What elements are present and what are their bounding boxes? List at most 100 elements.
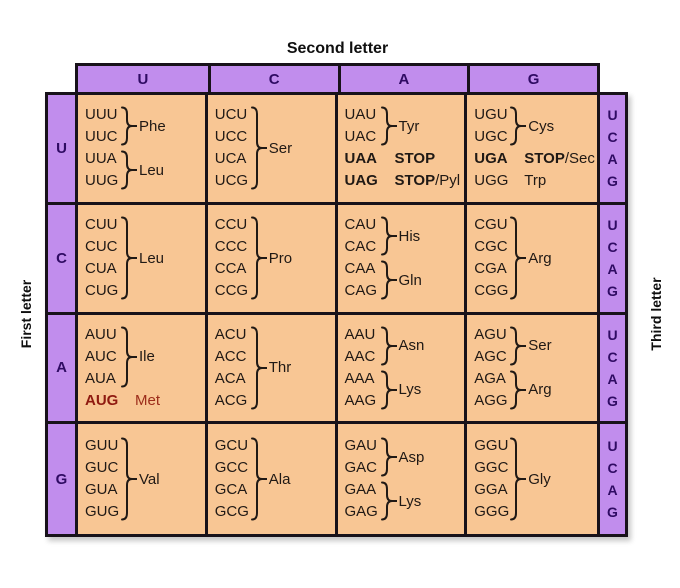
codon-ggg: GGG xyxy=(474,503,510,521)
codon-uuu: UUU xyxy=(85,106,118,124)
codon-guc: GUC xyxy=(85,459,119,477)
codon-ucc: UCC xyxy=(214,128,248,146)
brace-icon xyxy=(250,326,267,410)
codon-cgu: CGU xyxy=(474,216,508,234)
amino-acid-label: Tyr xyxy=(398,117,420,135)
amino-acid-label: Lys xyxy=(398,492,422,510)
codon-list: GAA GAG xyxy=(345,479,381,523)
third-letter-A: A xyxy=(607,151,618,168)
third-letter-G: G xyxy=(607,173,618,190)
amino-acid-label: Trp xyxy=(524,172,547,190)
codon-gag: GAG xyxy=(344,503,378,521)
codon-ugg: UGG xyxy=(474,172,509,190)
codon-cgg: CGG xyxy=(474,282,509,300)
stop-label: STOP/Sec xyxy=(524,150,595,168)
codon-ccu: CCU xyxy=(214,216,248,234)
amino-acid-label: Cys xyxy=(528,117,555,135)
codon-aac: AAC xyxy=(344,347,376,365)
codon-cuu: CUU xyxy=(85,216,118,234)
amino-acid-label: Ser xyxy=(528,337,552,355)
amino-acid-label: Thr xyxy=(268,359,292,377)
stop-label: STOP xyxy=(394,150,436,168)
amino-acid-label: Ala xyxy=(268,470,291,488)
codon-gcg: GCG xyxy=(214,503,249,521)
codon-uca: UCA xyxy=(214,150,247,168)
codon-uua: UUA xyxy=(85,150,117,168)
brace-icon xyxy=(380,437,397,477)
codon-auu: AUU xyxy=(85,325,117,343)
codon-uug: UUG xyxy=(85,172,119,190)
first-letter-axis-label: First letter xyxy=(18,279,34,349)
codon-list: UUA UUG xyxy=(85,148,121,192)
brace-icon xyxy=(510,370,527,410)
brace-icon xyxy=(250,437,267,521)
amino-acid-label: Phe xyxy=(139,117,166,135)
third-letter-G: G xyxy=(607,504,618,521)
codon-acc: ACC xyxy=(214,347,247,365)
codon-uac: UAC xyxy=(344,128,377,146)
codon-auc: AUC xyxy=(85,347,117,365)
codon-aag: AAG xyxy=(344,391,377,409)
codon-group: GAA GAG Lys xyxy=(345,479,465,523)
amino-acid-label: Lys xyxy=(398,381,422,399)
brace-icon xyxy=(121,437,137,521)
first-letter-U: U xyxy=(48,95,75,205)
codon-agg: AGG xyxy=(474,391,508,409)
third-letter-C: C xyxy=(607,129,618,146)
amino-acid-label: Asp xyxy=(398,448,425,466)
second-letter-header-C: C xyxy=(207,66,338,92)
codon-acg: ACG xyxy=(214,391,248,409)
codon-cgc: CGC xyxy=(474,238,508,256)
codon-cau: CAU xyxy=(344,216,377,234)
codon-gaa: GAA xyxy=(344,481,377,499)
brace-icon xyxy=(380,326,397,366)
codon-ugc: UGC xyxy=(474,128,508,146)
third-letter-A: A xyxy=(607,370,618,387)
second-letter-header-A: A xyxy=(337,66,468,92)
codon-cca: CCA xyxy=(214,260,247,278)
third-letter-U: U xyxy=(607,326,618,343)
codon-gua: GUA xyxy=(85,481,118,499)
third-letter-G: G xyxy=(607,392,618,409)
brace-icon xyxy=(380,260,397,300)
brace-icon xyxy=(121,106,137,146)
first-letter-C: C xyxy=(48,205,75,315)
brace-icon xyxy=(510,437,527,521)
codon-cag: CAG xyxy=(344,282,378,300)
codon-gau: GAU xyxy=(344,437,378,455)
second-letter-header-G: G xyxy=(467,66,597,92)
codon-uga: UGA xyxy=(474,150,508,168)
codon-line-ugg: UGG Trp xyxy=(474,170,597,192)
codon-gca: GCA xyxy=(214,481,248,499)
codon-uag: UAG xyxy=(344,172,378,190)
